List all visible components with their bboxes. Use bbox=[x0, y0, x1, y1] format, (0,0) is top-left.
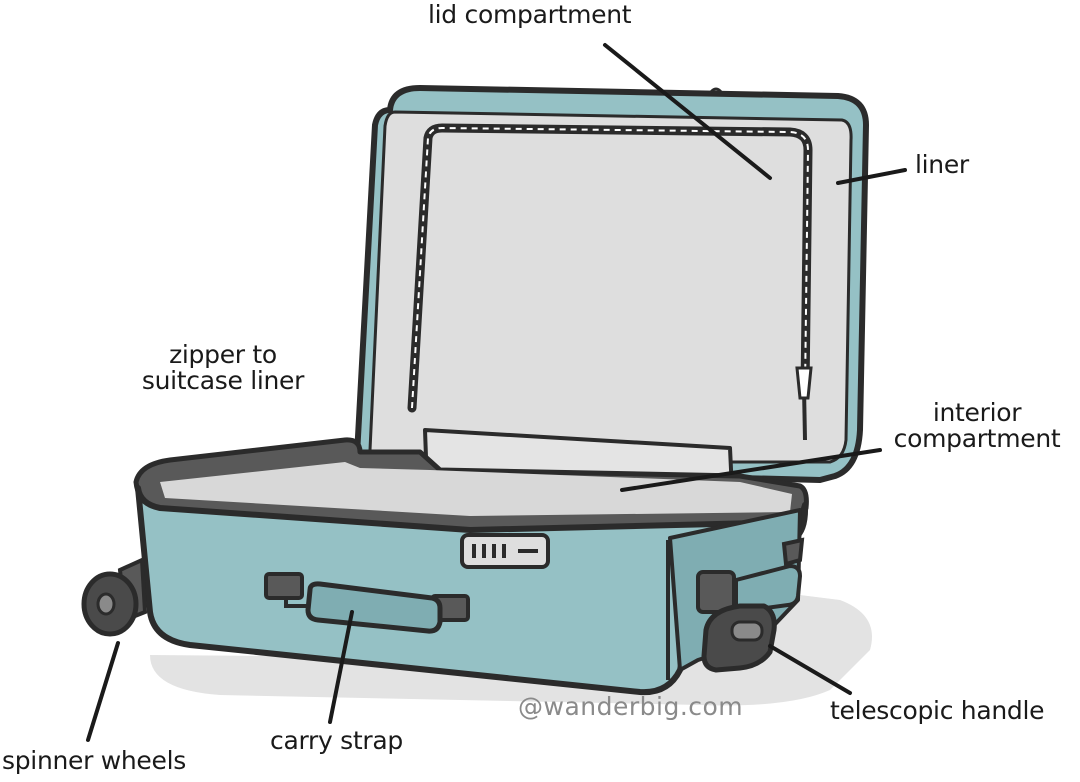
leader-lid-compartment bbox=[603, 43, 772, 180]
carry-strap bbox=[264, 572, 470, 634]
lid-zipper-pull bbox=[795, 366, 813, 400]
leader-telescopic-handle bbox=[768, 644, 852, 695]
side-handle bbox=[696, 537, 805, 614]
label-telescopic-handle: telescopic handle bbox=[830, 696, 1045, 725]
label-interior-line2: compartment bbox=[893, 424, 1061, 453]
label-spinner-wheels: spinner wheels bbox=[2, 746, 186, 775]
spinner-wheel bbox=[81, 556, 148, 637]
label-interior-compartment: interior compartment bbox=[874, 400, 1080, 452]
watermark: @wanderbig.com bbox=[518, 692, 744, 721]
ground-shadow bbox=[150, 590, 872, 706]
label-zipper-to-suitcase-liner: zipper to suitcase liner bbox=[128, 342, 318, 394]
label-liner: liner bbox=[915, 150, 969, 179]
suitcase-base bbox=[81, 428, 809, 696]
leader-liner bbox=[836, 168, 907, 185]
leader-interior-compartment bbox=[620, 448, 882, 492]
label-lid-compartment: lid compartment bbox=[428, 0, 632, 29]
leader-carry-strap bbox=[328, 610, 354, 724]
suitcase-lid bbox=[353, 85, 869, 483]
label-interior-line1: interior bbox=[932, 398, 1022, 427]
leader-spinner-wheels bbox=[86, 641, 120, 742]
label-zipper-line1: zipper to bbox=[169, 340, 277, 369]
leader-lines bbox=[86, 43, 907, 742]
combination-lock bbox=[460, 533, 550, 569]
label-zipper-line2: suitcase liner bbox=[141, 366, 305, 395]
telescopic-handle-housing bbox=[701, 603, 777, 673]
label-carry-strap: carry strap bbox=[270, 726, 403, 755]
